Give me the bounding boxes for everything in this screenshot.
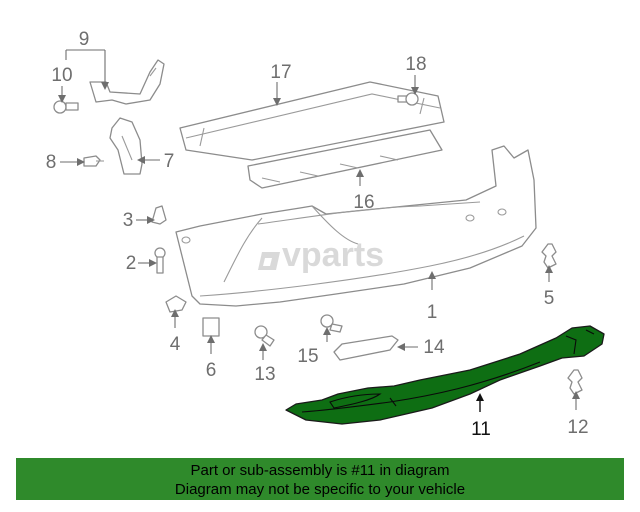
part-13-screw[interactable]: [254, 325, 275, 347]
part-9-bracket[interactable]: [89, 59, 165, 105]
callout-7[interactable]: 7: [164, 151, 175, 172]
part-18-bolt[interactable]: [397, 92, 419, 106]
callout-8[interactable]: 8: [46, 152, 57, 173]
callout-3[interactable]: 3: [123, 210, 134, 231]
part-17-reinforcement[interactable]: [179, 81, 445, 161]
callout-14[interactable]: 14: [423, 337, 445, 358]
logo-wordmark: vparts: [282, 236, 384, 274]
callout-16[interactable]: 16: [353, 192, 374, 213]
part-3-retainer[interactable]: [151, 205, 167, 225]
part-2-screw[interactable]: [154, 247, 166, 274]
callout-1[interactable]: 1: [427, 302, 438, 323]
callout-15[interactable]: 15: [297, 346, 318, 367]
callout-12[interactable]: 12: [567, 417, 588, 438]
callout-2[interactable]: 2: [126, 253, 137, 274]
part-4-clip[interactable]: [165, 295, 187, 313]
parts-diagram: vparts: [46, 29, 605, 440]
callout-17[interactable]: 17: [270, 62, 291, 83]
part-16-absorber[interactable]: [247, 129, 443, 189]
vparts-logo: vparts: [258, 236, 384, 274]
callout-5[interactable]: 5: [544, 288, 555, 309]
banner-line-part: Part or sub-assembly is #11 in diagram: [190, 462, 450, 479]
banner-line-disclaimer: Diagram may not be specific to your vehi…: [174, 481, 466, 498]
part-6-pad[interactable]: [202, 317, 220, 337]
callout-11[interactable]: 11: [471, 419, 491, 440]
callout-labels: 1 2 3 4 5 6 7 8 9 10 11 12 13 14 15 16 1…: [46, 29, 589, 440]
part-info-banner: Part or sub-assembly is #11 in diagram D…: [16, 458, 624, 500]
leader-arrowheads: [58, 82, 580, 401]
callout-9[interactable]: 9: [79, 29, 90, 50]
callout-18[interactable]: 18: [405, 54, 426, 75]
part-5-clip[interactable]: [541, 243, 557, 269]
callout-10[interactable]: 10: [51, 65, 72, 86]
part-8-clip[interactable]: [83, 155, 104, 167]
part-7-bracket[interactable]: [109, 117, 143, 175]
callout-4[interactable]: 4: [170, 334, 181, 355]
part-14-reflector[interactable]: [333, 335, 399, 361]
callout-6[interactable]: 6: [206, 360, 217, 381]
part-10-bolt[interactable]: [53, 100, 79, 114]
part-11-diffuser[interactable]: [285, 325, 605, 425]
part-1-bumper-cover[interactable]: [175, 145, 537, 307]
part-15-screw[interactable]: [320, 314, 343, 333]
callout-13[interactable]: 13: [254, 364, 275, 385]
part-12-clip[interactable]: [567, 369, 583, 395]
